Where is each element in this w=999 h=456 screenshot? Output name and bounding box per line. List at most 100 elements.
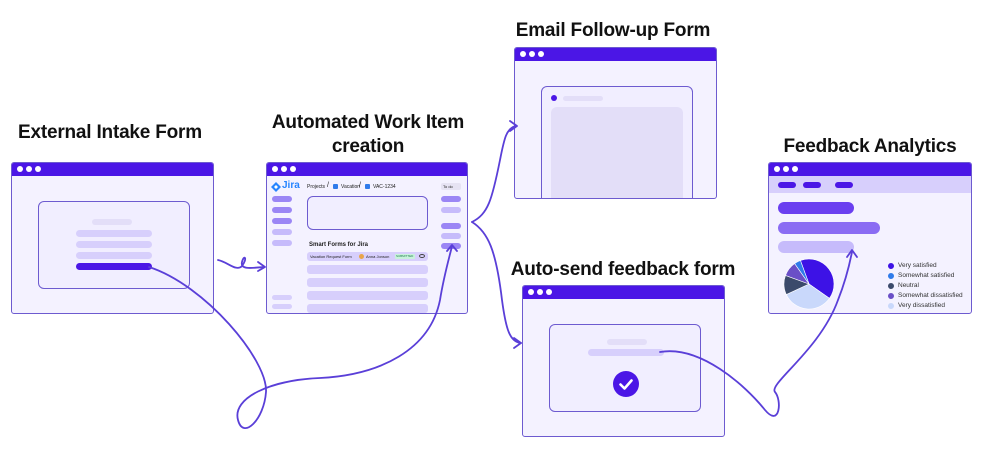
breadcrumb-vacation[interactable]: Vacation <box>341 184 361 190</box>
connector-branch-autosend <box>471 221 522 344</box>
window-controls <box>17 166 41 172</box>
connector-submit-loop <box>148 245 453 429</box>
card-text-placeholder <box>588 349 664 356</box>
connector-branch-email <box>471 125 517 223</box>
form-row[interactable]: Vacation Request Form Anna Jonson SUBMIT… <box>307 252 428 261</box>
legend-label: Somewhat satisfied <box>898 272 955 279</box>
legend-item: Somewhat satisfied <box>888 272 954 279</box>
arrowhead <box>446 244 458 252</box>
breadcrumb-issue-key[interactable]: VAC-1234 <box>373 184 396 190</box>
form-row-name: Vacation Request Form <box>310 254 352 259</box>
details-field[interactable] <box>441 223 461 229</box>
workitem-title-line2: creation <box>331 136 405 157</box>
sidebar-item[interactable] <box>272 240 292 246</box>
window-controls <box>520 51 544 57</box>
arrowhead <box>513 337 522 349</box>
submitted-badge-label: SUBMITTED <box>396 254 414 258</box>
jira-work-item-window: Jira Projects / Vacation / VAC-1234 To d… <box>266 162 468 314</box>
arrowhead <box>257 261 266 272</box>
form-row-placeholder <box>307 278 428 287</box>
check-circle-icon <box>613 371 639 397</box>
window-titlebar <box>515 48 716 61</box>
arrowhead <box>509 120 518 132</box>
window-controls <box>528 289 552 295</box>
pie-slice <box>800 258 835 299</box>
metric-bar <box>778 241 854 253</box>
jira-logo-text: Jira <box>282 180 300 191</box>
sidebar-item[interactable] <box>272 196 292 202</box>
breadcrumb-separator: / <box>327 182 329 189</box>
window-titlebar <box>12 163 213 176</box>
sidebar-item[interactable] <box>272 207 292 213</box>
details-field[interactable] <box>441 196 461 202</box>
status-dropdown-label: To do <box>443 184 453 189</box>
satisfaction-pie-chart <box>783 258 835 310</box>
form-field[interactable] <box>76 230 152 237</box>
details-field[interactable] <box>441 233 461 239</box>
metric-bar <box>778 222 880 234</box>
pie-slice <box>794 260 810 285</box>
window-controls <box>272 166 296 172</box>
window-controls <box>774 166 798 172</box>
legend-label: Very dissatisfied <box>898 302 945 309</box>
autosend-title: Auto-send feedback form <box>510 259 736 280</box>
status-dropdown[interactable]: To do <box>441 183 461 190</box>
feedback-sent-card <box>549 324 701 412</box>
form-row-placeholder <box>307 291 428 300</box>
window-titlebar <box>769 163 971 176</box>
legend-label: Very satisfied <box>898 262 937 269</box>
issue-type-icon <box>365 184 370 189</box>
toolbar-tab[interactable] <box>803 182 821 188</box>
intake-form-window <box>11 162 214 314</box>
breadcrumb-separator: / <box>359 182 361 189</box>
legend-label: Somewhat dissatisfied <box>898 292 963 299</box>
eye-icon[interactable] <box>419 254 425 258</box>
workitem-title-line1: Automated Work Item <box>271 112 465 133</box>
legend-item: Neutral <box>888 282 919 289</box>
sidebar-item[interactable] <box>272 304 292 309</box>
arrowhead <box>846 249 858 258</box>
window-titlebar <box>267 163 467 176</box>
legend-item: Very dissatisfied <box>888 302 945 309</box>
auto-send-feedback-window <box>522 285 725 437</box>
details-field[interactable] <box>441 207 461 213</box>
form-row-placeholder <box>307 265 428 274</box>
form-row-user: Anna Jonson <box>366 254 390 259</box>
legend-swatch <box>888 262 894 269</box>
legend-swatch <box>888 302 894 309</box>
card-heading-placeholder <box>607 339 647 345</box>
form-field[interactable] <box>76 241 152 248</box>
legend-swatch <box>888 292 894 299</box>
form-row-placeholder <box>307 304 428 313</box>
form-heading-placeholder <box>92 219 132 225</box>
user-avatar <box>359 254 364 259</box>
legend-item: Very satisfied <box>888 262 937 269</box>
toolbar-tab[interactable] <box>778 182 796 188</box>
submitted-badge: SUBMITTED <box>395 254 415 259</box>
form-field[interactable] <box>76 252 152 259</box>
legend-label: Neutral <box>898 282 919 289</box>
legend-swatch <box>888 272 894 279</box>
sidebar-item[interactable] <box>272 218 292 224</box>
intake-title: External Intake Form <box>18 122 202 143</box>
email-card <box>541 86 693 198</box>
legend-swatch <box>888 282 894 289</box>
toolbar-tab[interactable] <box>835 182 853 188</box>
email-title: Email Follow-up Form <box>515 20 711 41</box>
smart-forms-section-title: Smart Forms for Jira <box>309 242 369 248</box>
analytics-title: Feedback Analytics <box>783 136 957 157</box>
email-follow-up-window <box>514 47 717 199</box>
sidebar-item[interactable] <box>272 229 292 235</box>
connector-autosend-to-analytics <box>659 251 853 417</box>
email-body-placeholder <box>551 107 683 198</box>
sidebar-item[interactable] <box>272 295 292 300</box>
vacation-project-icon <box>333 184 338 189</box>
window-titlebar <box>523 286 724 299</box>
email-sender-dot <box>551 95 557 101</box>
breadcrumb-projects[interactable]: Projects <box>307 184 326 190</box>
submit-button[interactable] <box>76 263 152 270</box>
description-box[interactable] <box>307 196 428 230</box>
